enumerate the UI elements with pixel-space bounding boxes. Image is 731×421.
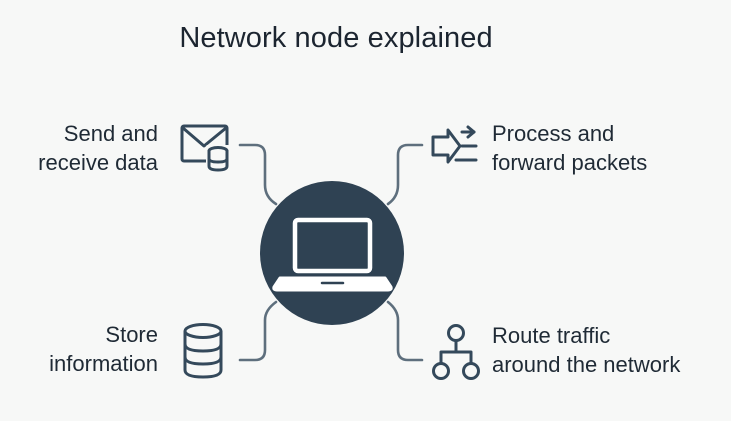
- forward-arrows-icon: [431, 125, 478, 164]
- label-route-traffic: Route traffic around the network: [492, 321, 680, 379]
- connector-store: [238, 300, 278, 362]
- label-route-line-1: Route traffic: [492, 323, 611, 348]
- label-route-line-2: around the network: [492, 352, 681, 377]
- label-process-line-2: forward packets: [492, 150, 648, 175]
- connector-send: [238, 143, 278, 206]
- label-store-line-2: information: [49, 351, 158, 376]
- envelope-database-icon: [180, 124, 230, 172]
- label-send-line-2: receive data: [38, 150, 158, 175]
- connector-route: [386, 300, 424, 362]
- label-process-forward: Process and forward packets: [492, 119, 647, 177]
- label-process-line-1: Process and: [492, 121, 615, 146]
- label-send-line-1: Send and: [63, 121, 158, 146]
- database-icon: [183, 323, 223, 379]
- laptop-icon: [272, 217, 393, 292]
- label-store-line-1: Store: [105, 322, 158, 347]
- network-hierarchy-icon: [432, 324, 480, 380]
- connector-process: [386, 143, 424, 206]
- center-node: [260, 181, 404, 325]
- label-store: Store information: [49, 320, 158, 378]
- label-send-receive: Send and receive data: [38, 119, 158, 177]
- page-title: Network node explained: [179, 22, 493, 54]
